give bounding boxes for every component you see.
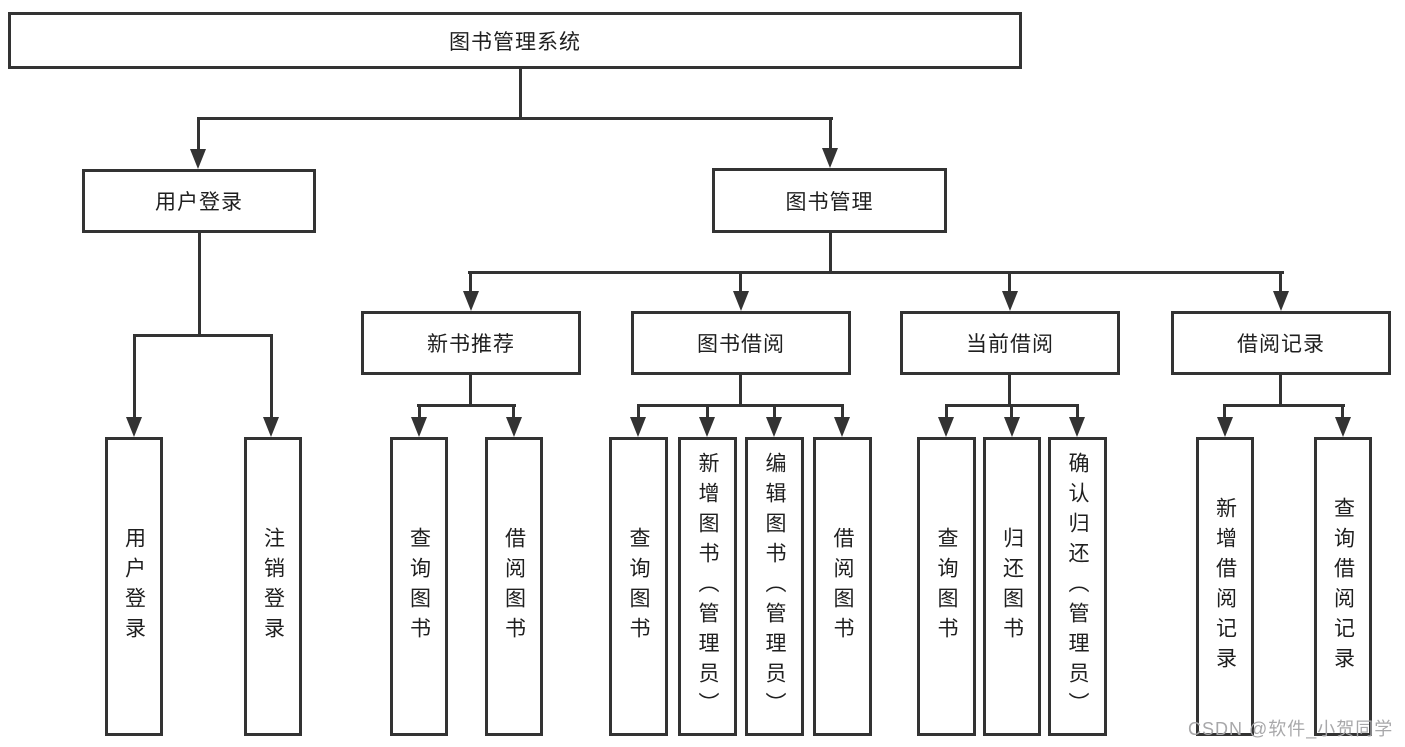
connector-line: [1008, 375, 1011, 406]
node-current-borrow: 当前借阅: [900, 311, 1120, 375]
connector-line: [637, 404, 640, 420]
leaf-recommend-borrow-books-label: 借阅图书: [502, 526, 526, 647]
leaf-current-confirm-return-admin-label: 确认归还（管理员）: [1066, 451, 1089, 722]
connector-arrowhead: [463, 291, 479, 311]
leaf-current-confirm-return-admin: 确认归还（管理员）: [1048, 437, 1107, 736]
leaf-logout: 注销登录: [244, 437, 302, 736]
connector-line: [945, 404, 948, 420]
connector-arrowhead: [733, 291, 749, 311]
connector-line: [706, 404, 709, 420]
connector-line: [512, 404, 515, 420]
connector-line: [1076, 404, 1079, 420]
node-root-label: 图书管理系统: [449, 30, 581, 54]
connector-arrowhead: [1002, 291, 1018, 311]
connector-line: [197, 117, 200, 151]
leaf-borrow-query-books-label: 查询图书: [627, 526, 650, 647]
connector-line: [1279, 271, 1282, 293]
leaf-recommend-query-books: 查询图书: [390, 437, 448, 736]
node-new-book-recommend-label: 新书推荐: [427, 333, 515, 356]
node-user-login-label: 用户登录: [155, 191, 243, 214]
leaf-recommend-borrow-books: 借阅图书: [485, 437, 543, 736]
leaf-current-return-books-label: 归还图书: [1000, 526, 1024, 647]
leaf-borrow-query-books: 查询图书: [609, 437, 668, 736]
connector-arrowhead: [190, 149, 206, 169]
connector-arrowhead: [630, 417, 646, 437]
leaf-recommend-query-books-label: 查询图书: [407, 526, 431, 647]
leaf-records-add-record-label: 新增借阅记录: [1213, 496, 1237, 677]
connector-line: [739, 375, 742, 406]
csdn-watermark: CSDN @软件_小贺同学: [1188, 719, 1394, 739]
leaf-current-query-books: 查询图书: [917, 437, 976, 736]
leaf-borrow-add-books-admin: 新增图书（管理员）: [678, 437, 737, 736]
leaf-current-query-books-label: 查询图书: [935, 526, 958, 647]
leaf-borrow-edit-books-admin: 编辑图书（管理员）: [745, 437, 804, 736]
connector-arrowhead: [1217, 417, 1233, 437]
node-borrow-records-label: 借阅记录: [1237, 333, 1325, 356]
connector-arrowhead: [699, 417, 715, 437]
connector-arrowhead: [822, 148, 838, 168]
connector-line: [133, 334, 273, 337]
connector-arrowhead: [1069, 417, 1085, 437]
node-book-management-label: 图书管理: [785, 190, 874, 214]
connector-arrowhead: [126, 417, 142, 437]
node-current-borrow-label: 当前借阅: [966, 333, 1054, 356]
connector-line: [418, 404, 421, 420]
leaf-records-query-record-label: 查询借阅记录: [1331, 496, 1355, 677]
connector-line: [198, 233, 201, 336]
connector-line: [739, 271, 742, 293]
connector-line: [1223, 404, 1226, 420]
leaf-logout-label: 注销登录: [261, 526, 285, 647]
connector-line: [1279, 375, 1282, 406]
connector-line: [469, 375, 472, 406]
connector-line: [468, 271, 1284, 274]
connector-line: [773, 404, 776, 420]
connector-line: [469, 271, 472, 293]
connector-arrowhead: [506, 417, 522, 437]
node-new-book-recommend: 新书推荐: [361, 311, 581, 375]
leaf-borrow-borrow-books: 借阅图书: [813, 437, 872, 736]
connector-line: [519, 68, 522, 119]
connector-line: [637, 404, 844, 407]
connector-line: [1341, 404, 1344, 420]
connector-line: [1010, 404, 1013, 420]
leaf-records-query-record: 查询借阅记录: [1314, 437, 1372, 736]
connector-arrowhead: [938, 417, 954, 437]
leaf-user-login: 用户登录: [105, 437, 163, 736]
leaf-user-login-label: 用户登录: [122, 526, 146, 647]
connector-line: [1223, 404, 1345, 407]
leaf-current-return-books: 归还图书: [983, 437, 1041, 736]
connector-arrowhead: [834, 417, 850, 437]
connector-arrowhead: [1273, 291, 1289, 311]
leaf-borrow-add-books-admin-label: 新增图书（管理员）: [696, 451, 719, 722]
connector-arrowhead: [1004, 417, 1020, 437]
leaf-records-add-record: 新增借阅记录: [1196, 437, 1254, 736]
node-book-borrow: 图书借阅: [631, 311, 851, 375]
connector-line: [829, 233, 832, 273]
connector-line: [133, 334, 136, 419]
leaf-borrow-borrow-books-label: 借阅图书: [831, 526, 854, 647]
node-book-management: 图书管理: [712, 168, 947, 233]
connector-line: [829, 117, 832, 150]
node-user-login: 用户登录: [82, 169, 316, 233]
node-book-borrow-label: 图书借阅: [697, 333, 785, 356]
connector-arrowhead: [1335, 417, 1351, 437]
node-root: 图书管理系统: [8, 12, 1022, 69]
leaf-borrow-edit-books-admin-label: 编辑图书（管理员）: [763, 451, 786, 722]
connector-line: [270, 334, 273, 419]
connector-line: [417, 404, 516, 407]
node-borrow-records: 借阅记录: [1171, 311, 1391, 375]
connector-line: [841, 404, 844, 420]
connector-line: [197, 117, 833, 120]
connector-arrowhead: [263, 417, 279, 437]
connector-arrowhead: [411, 417, 427, 437]
connector-arrowhead: [766, 417, 782, 437]
connector-line: [1008, 271, 1011, 293]
